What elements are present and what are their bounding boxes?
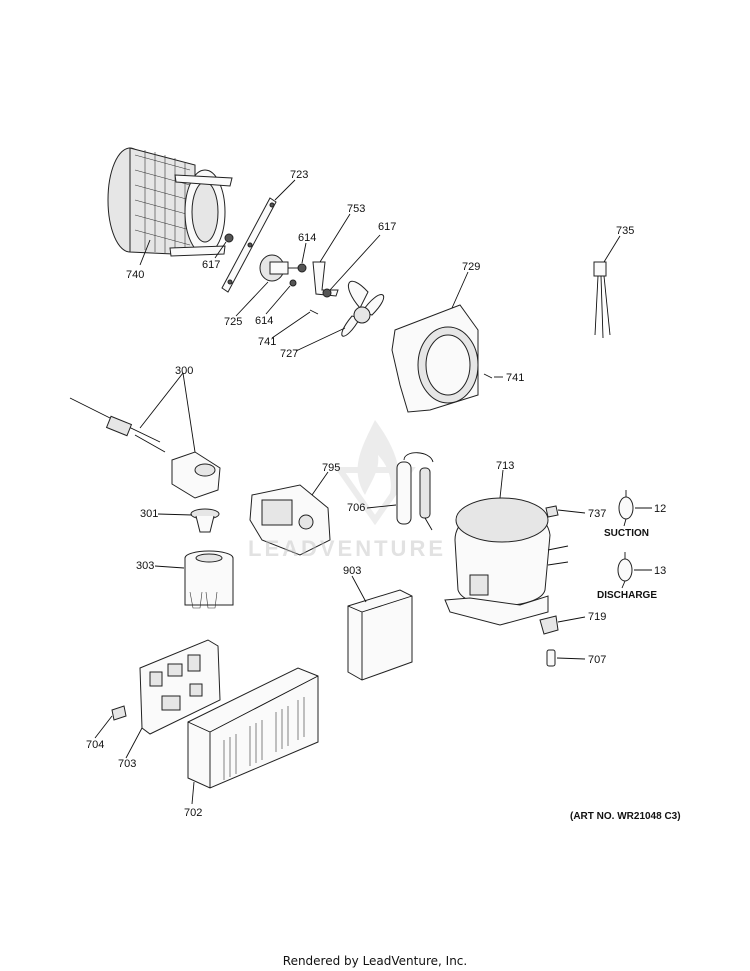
bracket-723[interactable] — [221, 197, 277, 293]
callout-741-right[interactable]: 741 — [506, 372, 525, 384]
discharge-caption: DISCHARGE — [597, 590, 658, 601]
fan-motor-725[interactable] — [259, 254, 300, 282]
callout-903[interactable]: 903 — [343, 565, 362, 577]
callout-301[interactable]: 301 — [140, 508, 159, 520]
footer-credit: Rendered by LeadVenture, Inc. — [282, 954, 468, 968]
clip-617-right[interactable] — [322, 288, 332, 298]
callout-614-lower[interactable]: 614 — [255, 315, 274, 327]
leader-lines — [94, 179, 652, 805]
callout-13[interactable]: 13 — [654, 565, 667, 577]
callout-729[interactable]: 729 — [462, 261, 481, 273]
plug-707[interactable] — [546, 649, 556, 667]
compressor-713[interactable] — [444, 497, 569, 626]
watermark-text: LEADVENTURE — [248, 536, 447, 561]
grommet-737[interactable] — [545, 505, 559, 518]
fan-blade-727[interactable] — [341, 280, 385, 337]
process-tube-300[interactable] — [69, 397, 221, 499]
callout-737[interactable]: 737 — [588, 508, 607, 520]
watermark-logo — [334, 420, 416, 526]
drier-706[interactable] — [396, 452, 434, 531]
callout-753[interactable]: 753 — [347, 203, 366, 215]
cap-719[interactable] — [539, 615, 559, 635]
board-cover-702[interactable] — [187, 667, 319, 789]
washer-614-lower[interactable] — [289, 279, 297, 287]
callout-614-upper[interactable]: 614 — [298, 232, 317, 244]
seal-301[interactable] — [190, 508, 220, 533]
callout-12[interactable]: 12 — [654, 503, 667, 515]
discharge-valve-13[interactable] — [617, 552, 633, 589]
suction-caption: SUCTION — [604, 528, 649, 539]
connector-735[interactable] — [593, 261, 611, 339]
callout-704[interactable]: 704 — [86, 739, 105, 751]
callout-740[interactable]: 740 — [126, 269, 145, 281]
clip-704[interactable] — [111, 705, 127, 721]
callout-713[interactable]: 713 — [496, 460, 515, 472]
clip-617-left[interactable] — [224, 233, 234, 243]
screw-741-right[interactable] — [483, 373, 493, 379]
condenser-coil-740[interactable] — [107, 147, 233, 257]
relay-box-903[interactable] — [347, 589, 413, 681]
callout-617-right[interactable]: 617 — [378, 221, 397, 233]
suction-valve-12[interactable] — [618, 490, 634, 527]
filter-303[interactable] — [184, 550, 234, 609]
callout-727[interactable]: 727 — [280, 348, 299, 360]
fan-shroud-729[interactable] — [391, 304, 479, 413]
callout-735[interactable]: 735 — [616, 225, 635, 237]
callout-617-left[interactable]: 617 — [202, 259, 221, 271]
art-number: (ART NO. WR21048 C3) — [570, 811, 681, 822]
callout-725[interactable]: 725 — [224, 316, 243, 328]
callout-741-left[interactable]: 741 — [258, 336, 277, 348]
callout-303[interactable]: 303 — [136, 560, 155, 572]
valve-assembly-795[interactable] — [249, 484, 331, 556]
callout-300[interactable]: 300 — [175, 365, 194, 377]
screw-741-left[interactable] — [309, 309, 319, 315]
callout-707[interactable]: 707 — [588, 654, 607, 666]
callout-702[interactable]: 702 — [184, 807, 203, 819]
callout-795[interactable]: 795 — [322, 462, 341, 474]
washer-614-upper[interactable] — [297, 263, 307, 273]
callout-703[interactable]: 703 — [118, 758, 137, 770]
callout-719[interactable]: 719 — [588, 611, 607, 623]
bracket-753[interactable] — [312, 261, 339, 297]
callout-706[interactable]: 706 — [347, 502, 366, 514]
callout-723[interactable]: 723 — [290, 169, 309, 181]
